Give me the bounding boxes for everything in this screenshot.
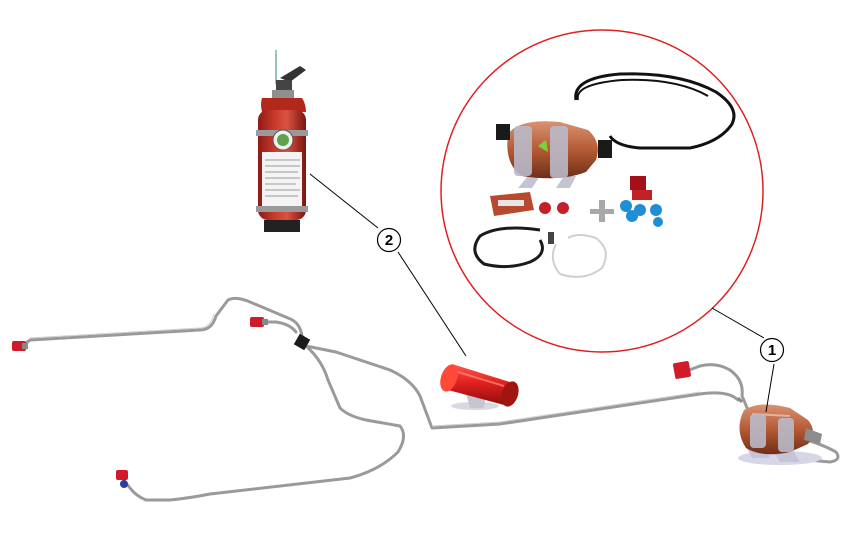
tube-right-upper [682,363,750,412]
kit-bottle [496,121,612,188]
kit-cross-fitting [590,200,614,222]
kit-control-box [490,192,534,216]
tube-left-nozzle-stub [256,320,298,334]
kit-coiled-tube [574,72,736,150]
kit-white-cable [551,234,607,278]
tube-down-loop [120,344,405,502]
svg-text:2: 2 [385,232,393,249]
leader-line-1-to-bottle [765,363,775,413]
nozzle-center-left [250,317,268,327]
nozzle-bottom [116,470,128,488]
leader-line-1-to-circle [711,307,765,339]
red-cylinder-icon [440,364,519,410]
kit-blue-fittings [620,200,663,227]
tube-left-branch [20,296,308,348]
nozzle-left [12,341,28,351]
leader-line-2-to-cylinder [397,251,467,357]
callout-1: 1 [759,337,785,363]
tube-junction-clip [293,333,311,351]
kit-highlight-circle [440,29,764,353]
leader-lines [309,173,775,413]
kit-red-button-1 [539,202,551,214]
callout-2: 2 [376,227,402,253]
svg-text:1: 1 [768,342,776,359]
tube-main-run [304,344,740,430]
plumbed-bottle-icon [736,396,822,465]
tubing-network [20,296,840,502]
kit-red-button-2 [557,202,569,214]
kit-black-cable [473,226,544,269]
kit-pull-head [630,176,652,200]
handheld-extinguisher-icon [256,50,308,232]
nozzle-right [673,361,691,379]
leader-line-2-to-extinguisher [309,173,379,229]
extinguisher-system-kit-icon [473,72,736,278]
